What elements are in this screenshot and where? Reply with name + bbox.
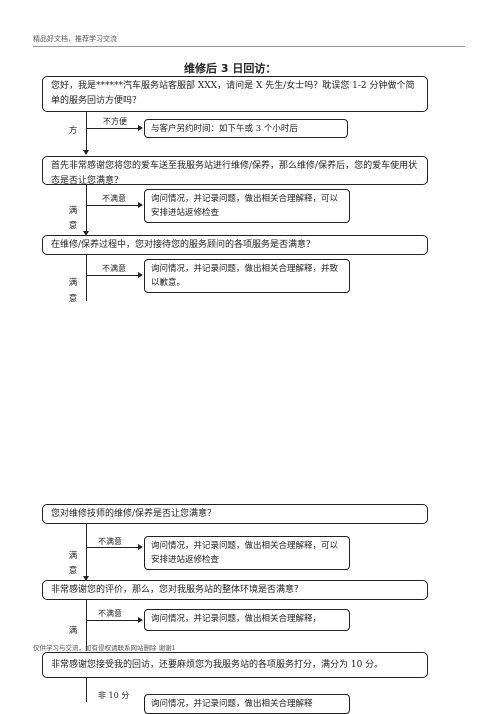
response-box-6: 询问情况，并记录问题，做出相关合理解释 bbox=[144, 694, 350, 714]
side-label-2b: 意 bbox=[68, 221, 78, 231]
arrow-right-icon bbox=[138, 272, 143, 278]
side-label-4a: 满 bbox=[68, 551, 78, 561]
header-rule bbox=[33, 46, 465, 47]
page-footer: 仅供学习与交流，如有侵权请联系网站删除 谢谢1 bbox=[33, 644, 176, 652]
branch-line bbox=[86, 620, 138, 621]
response-box-1: 与客户另约时间：如下午或 3 个小时后 bbox=[144, 119, 348, 138]
response-box-2: 询问情况，并记录问题，做出相关合理解释，可以安排进站返修检查 bbox=[144, 189, 350, 223]
question-box-1: 您好，我是******汽车服务站客服部 XXX，请问是 X 先生/女士吗？耽误您… bbox=[42, 76, 428, 112]
question-box-4: 您对维修技师的维修/保养是否让您满意？ bbox=[42, 504, 428, 524]
question-box-3: 在维修/保养过程中，您对接待您的服务顾问的各项服务是否满意？ bbox=[42, 235, 428, 255]
arrow-right-icon bbox=[138, 617, 143, 623]
branch-line bbox=[86, 275, 138, 276]
flow-line bbox=[86, 255, 87, 301]
question-box-6: 非常感谢您接受我的回访，还要麻烦您为我服务站的各项服务打分，满分为 10 分。 bbox=[42, 652, 428, 678]
arrow-right-icon bbox=[138, 202, 143, 208]
arrow-down-icon bbox=[83, 231, 89, 236]
response-box-5: 询问情况，并记录问题，做出相关合理解释， bbox=[144, 609, 350, 631]
side-label-3b: 意 bbox=[68, 294, 78, 304]
page-header: 精品好文档，推荐学习交流 bbox=[33, 35, 117, 43]
branch-label-6: 非 10 分 bbox=[98, 691, 130, 700]
branch-label-1: 不方便 bbox=[103, 117, 127, 126]
branch-label-3: 不满意 bbox=[102, 264, 126, 273]
question-box-2: 首先非常感谢您将您的爱车送至我服务站进行维修/保养，那么维修/保养后，您的爱车使… bbox=[42, 156, 428, 185]
flow-line bbox=[86, 524, 87, 576]
branch-label-2: 不满意 bbox=[102, 194, 126, 203]
side-label-1: 方 bbox=[68, 126, 78, 136]
side-label-4b: 意 bbox=[68, 566, 78, 576]
branch-label-4: 不满意 bbox=[98, 537, 122, 546]
side-label-3a: 满 bbox=[68, 278, 78, 288]
flow-line bbox=[86, 678, 87, 702]
flow-line bbox=[86, 185, 87, 231]
page-title: 维修后 3 日回访： bbox=[184, 62, 277, 75]
side-label-5: 满 bbox=[68, 626, 78, 636]
branch-line bbox=[86, 547, 138, 548]
arrow-right-icon bbox=[138, 544, 143, 550]
branch-line bbox=[86, 128, 138, 129]
flow-line bbox=[86, 112, 87, 150]
branch-line bbox=[86, 205, 138, 206]
arrow-right-icon bbox=[138, 125, 143, 131]
flow-line bbox=[86, 600, 87, 651]
response-box-3: 询问情况，并记录问题，做出相关合理解释，并致以歉意。 bbox=[144, 259, 350, 293]
arrow-down-icon bbox=[83, 150, 89, 155]
response-box-4: 询问情况，并记录问题，做出相关合理解释，可以安排进站返修检查 bbox=[144, 536, 350, 570]
side-label-2a: 满 bbox=[68, 206, 78, 216]
arrow-down-icon bbox=[83, 576, 89, 581]
branch-label-5: 不满意 bbox=[98, 609, 122, 618]
question-box-5: 非常感谢您的评价，那么，您对我服务站的整体环境是否满意？ bbox=[42, 580, 428, 600]
